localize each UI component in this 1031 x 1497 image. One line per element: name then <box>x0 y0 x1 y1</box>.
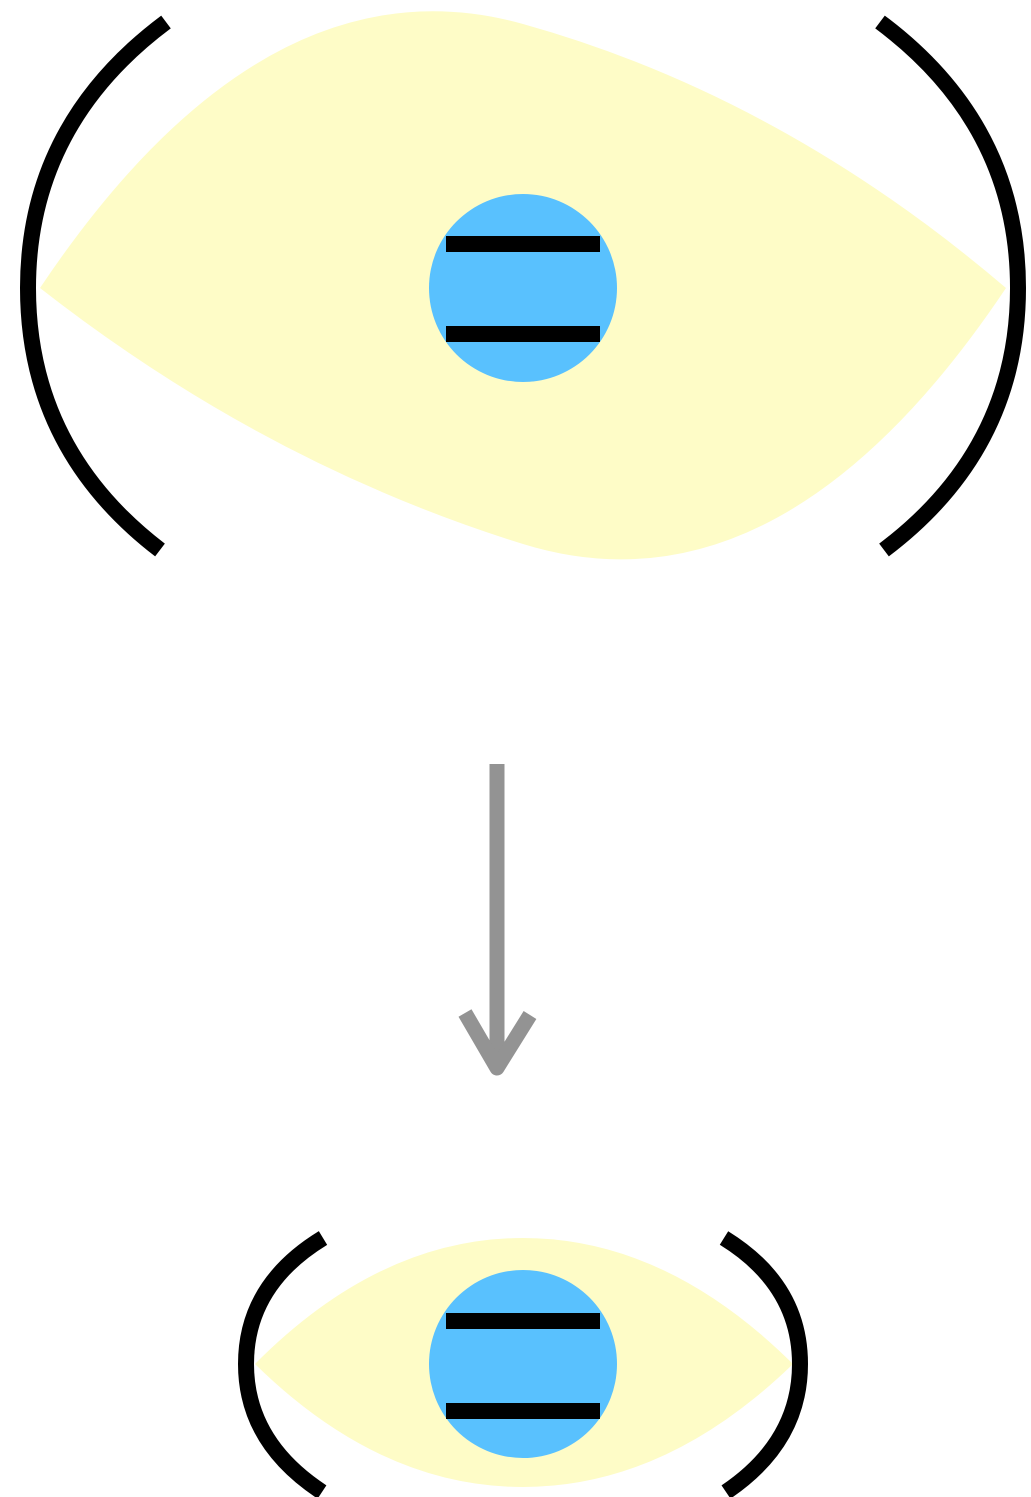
small-cavity-right-mirror <box>719 1231 809 1497</box>
large-cavity-left-mirror <box>19 15 171 557</box>
large-cavity-right-mirror <box>875 15 1027 557</box>
large-cavity <box>19 11 1027 560</box>
small-cavity-emitter <box>429 1270 617 1458</box>
small-cavity <box>237 1231 809 1497</box>
large-cavity-emitter <box>429 194 617 382</box>
arrow-down-icon <box>458 764 537 1076</box>
small-cavity-left-mirror <box>237 1231 328 1497</box>
